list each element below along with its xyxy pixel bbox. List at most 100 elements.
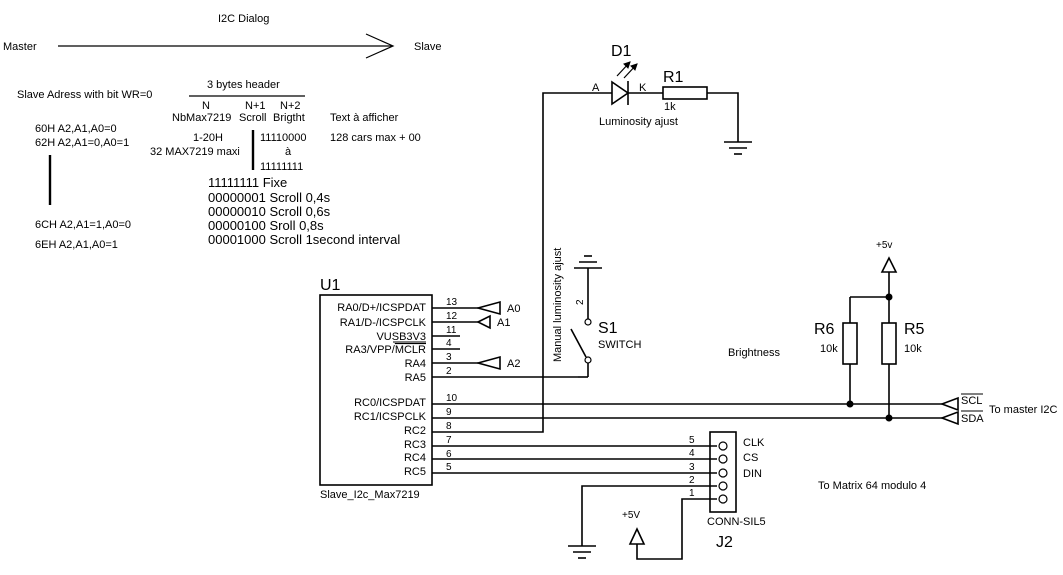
scroll-option: 11111111 Fixe (208, 175, 287, 190)
col-n2: N+2 (280, 100, 301, 112)
addr-62: 62H A2,A1=0,A0=1 (35, 137, 129, 149)
bright-max: 11111111 (260, 161, 303, 173)
s1-bottom-contact (584, 356, 592, 364)
junction-dot (885, 414, 893, 422)
sda-terminal-icon (939, 410, 959, 426)
u1-pin-num: 9 (446, 407, 452, 418)
u1-pin-label: RA3/VPP/MCLR (345, 344, 426, 356)
rc2-wire (432, 92, 612, 433)
i2c-pullups: +5v R6 10k R5 10k Brightness (728, 240, 925, 418)
junction-dot (846, 400, 854, 408)
connector-j2: 5 4 3 2 1 CLK CS DIN CONN-SIL5 J2 To Mat… (432, 431, 926, 560)
j2-pin (718, 481, 728, 491)
u1-pin-label: VUSB3V3 (376, 331, 426, 343)
u1-pin-num: 4 (446, 338, 452, 349)
u1-pin-label: RC4 (404, 452, 426, 464)
terminal-a2-label: A2 (507, 358, 520, 370)
u1-pin-num: 2 (446, 366, 452, 377)
s1-manual-label: Manual luminosity ajust (552, 248, 564, 362)
j2-pin (718, 454, 728, 464)
r1-body (662, 86, 708, 100)
switch-s1: Manual luminosity ajust 2 S1 SWITCH (552, 248, 641, 378)
r1-value: 1k (664, 101, 676, 113)
u1-pin-label-prefix: RA3/VPP/ (345, 344, 395, 356)
u1-pin-num: 7 (446, 435, 452, 446)
i2c-dialog-header: I2C Dialog Master Slave (3, 13, 442, 59)
j2-pin (718, 494, 728, 504)
r1-ground-wire (707, 92, 739, 142)
j2-pin-num: 2 (689, 475, 695, 486)
col-n-name: NbMax7219 (172, 112, 231, 124)
terminal-a2-icon (474, 355, 501, 371)
j2-signal: CS (743, 452, 758, 464)
bright-min: 11110000 (260, 132, 307, 144)
text-desc: 128 cars max + 00 (330, 132, 421, 144)
slave-label: Slave (414, 41, 442, 53)
j2-pin-num: 1 (689, 488, 695, 499)
master-label: Master (3, 41, 37, 53)
u1-pin-label: RC3 (404, 439, 426, 451)
to-matrix-label: To Matrix 64 modulo 4 (818, 480, 926, 492)
bright-a: à (285, 146, 292, 158)
j2-pin-num: 3 (689, 462, 695, 473)
u1-pin-label: RC5 (404, 466, 426, 478)
j2-body (709, 431, 737, 513)
col-n: N (202, 100, 210, 112)
scroll-option: 00000010 Scroll 0,6s (208, 204, 331, 219)
u1-pin-label: RC2 (404, 425, 426, 437)
d1-ref: D1 (611, 43, 632, 60)
vcc-5v-label: +5v (876, 240, 892, 251)
u1-pin-num: 5 (446, 462, 452, 473)
protocol-description: Slave Adress with bit WR=0 3 bytes heade… (17, 79, 421, 251)
u1-ref: U1 (320, 277, 341, 294)
j2-pin1-vcc-wire (636, 498, 717, 560)
u1-pin-label: RA4 (405, 358, 426, 370)
sda-label: SDA (961, 413, 984, 425)
u1-pin-label: RC0/ICSPDAT (354, 397, 426, 409)
j2-pin-num: 4 (689, 448, 695, 459)
text-label: Text à afficher (330, 112, 399, 124)
r1-ref: R1 (663, 69, 684, 86)
scroll-option: 00000001 Scroll 0,4s (208, 190, 331, 205)
brightness-label: Brightness (728, 347, 780, 359)
terminal-a1-icon (476, 314, 491, 330)
scl-label: SCL (961, 395, 982, 407)
u1-body (319, 294, 433, 486)
r6-value: 10k (820, 343, 838, 355)
u1-pin-num: 12 (446, 311, 458, 322)
led-circuit: D1 A K R1 1k Luminosity ajust (432, 43, 752, 433)
terminal-a1-label: A1 (497, 317, 510, 329)
n-range: 1-20H (193, 132, 223, 144)
j2-pin2-ground-wire (581, 485, 717, 546)
u1-pin-num: 8 (446, 421, 452, 432)
addr-6c: 6CH A2,A1=1,A0=0 (35, 219, 131, 231)
led-emit-arrowhead-2 (630, 63, 638, 71)
header-label: 3 bytes header (207, 79, 280, 91)
terminal-a0-label: A0 (507, 303, 520, 315)
j2-pin (718, 441, 728, 451)
u1-pin-label: RC1/ICSPCLK (354, 411, 427, 423)
j2-signal: CLK (743, 437, 765, 449)
arrow-head-icon (365, 33, 395, 59)
u1-pin-num: 3 (446, 352, 452, 363)
d1-anode-label: A (592, 82, 600, 94)
u1-pin-num: 11 (446, 325, 457, 336)
j2-vcc-label: +5V (622, 510, 640, 521)
input-terminals: A0 A1 A2 (474, 300, 520, 371)
u1-pin-label: RA1/D-/ICSPCLK (340, 317, 427, 329)
j2-ref: J2 (716, 534, 733, 551)
addr-6e: 6EH A2,A1,A0=1 (35, 239, 118, 251)
j2-vcc-arrow-icon (628, 527, 646, 545)
r5-ref: R5 (904, 321, 925, 338)
scl-terminal-icon (939, 396, 959, 412)
led-emit-arrowhead-1 (623, 61, 631, 69)
scroll-option: 00001000 Scroll 1second interval (208, 232, 400, 247)
d1-cathode-label: K (639, 82, 647, 94)
mclr-overbar-label: MCLR (395, 344, 426, 356)
u1-pin-num: 6 (446, 449, 452, 460)
dialog-title: I2C Dialog (218, 13, 269, 25)
scroll-option: 00000100 Sroll 0,8s (208, 218, 324, 233)
i2c-bus: SCL SDA To master I2C (432, 393, 1058, 426)
n-desc: 32 MAX7219 maxi (150, 146, 240, 158)
